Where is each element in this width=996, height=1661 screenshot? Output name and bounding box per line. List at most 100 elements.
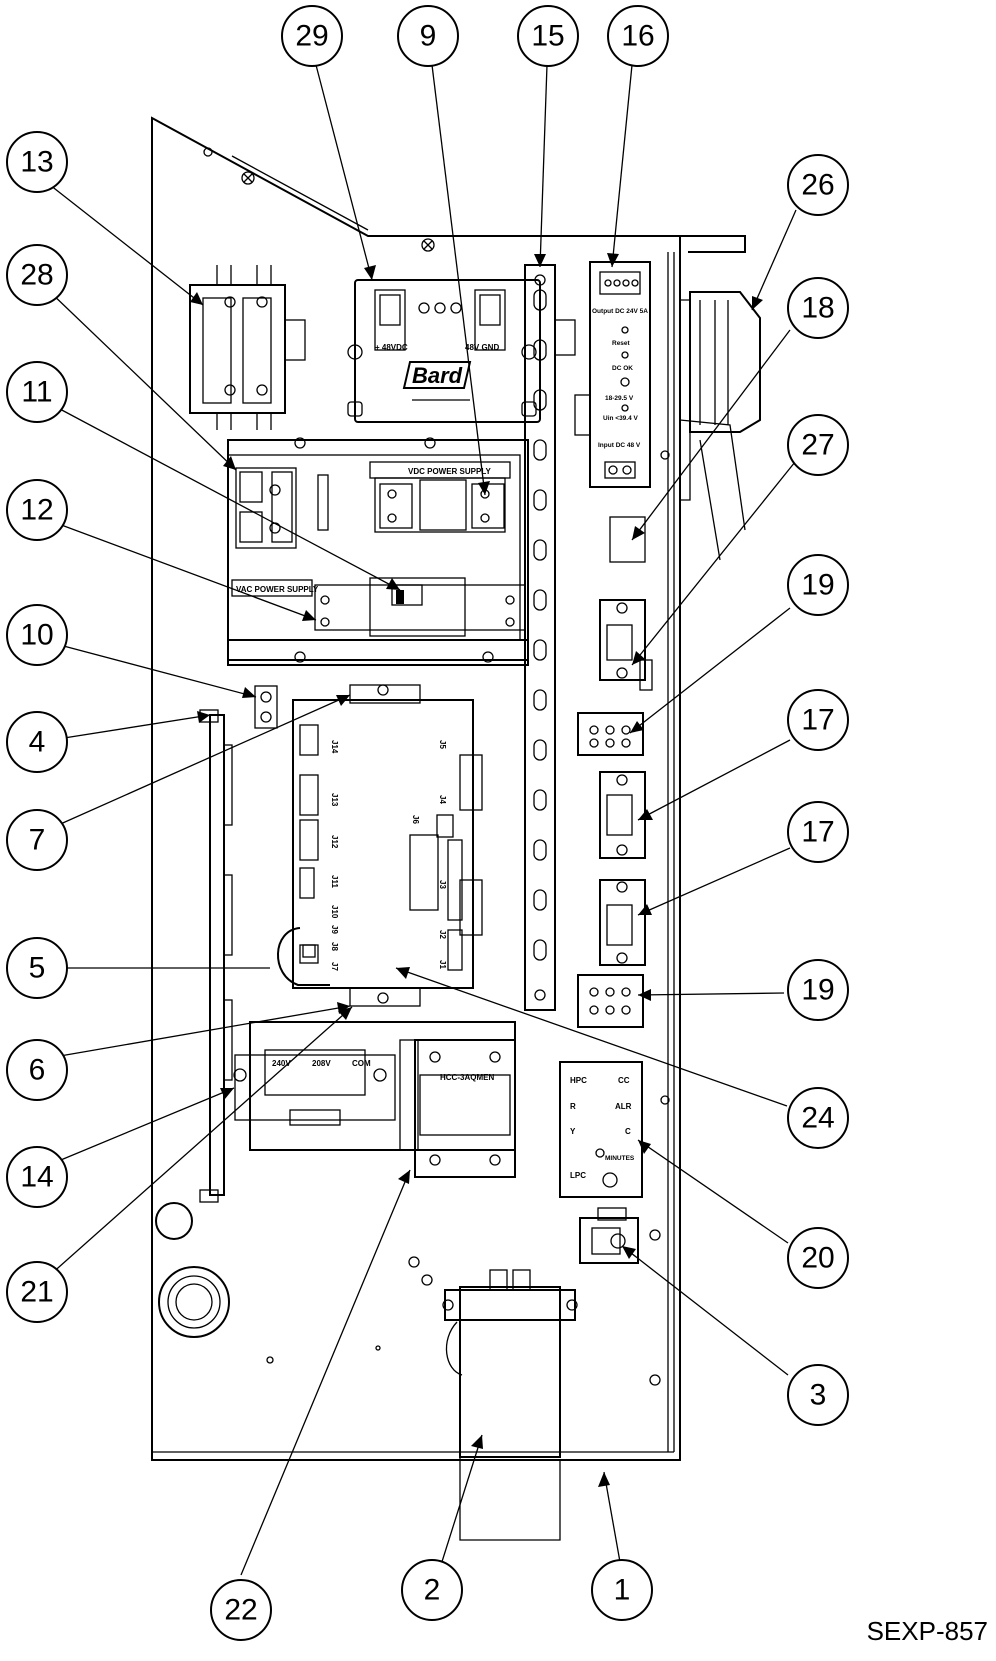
callout-1: 1 bbox=[591, 1559, 653, 1621]
timer-cc-label: CC bbox=[618, 1076, 630, 1085]
j11-label: J11 bbox=[330, 875, 339, 888]
callout-label: 9 bbox=[420, 20, 437, 53]
callout-label: 1 bbox=[614, 1574, 631, 1607]
j12-label: J12 bbox=[330, 835, 339, 849]
timer-c-label: C bbox=[625, 1127, 631, 1136]
callout-19b: 19 bbox=[787, 959, 849, 1021]
j3-label: J3 bbox=[438, 880, 447, 889]
callout-7: 7 bbox=[6, 809, 68, 871]
callout-label: 16 bbox=[621, 20, 654, 53]
callout-label: 11 bbox=[21, 376, 52, 409]
side-handle bbox=[679, 291, 761, 561]
hcc-part-label: HCC-3AQMEN bbox=[440, 1073, 494, 1082]
xfmr-208v-label: 208V bbox=[312, 1059, 331, 1068]
leader-lines bbox=[47, 64, 797, 1576]
callout-29: 29 bbox=[281, 5, 343, 67]
j6-label: J6 bbox=[411, 815, 420, 824]
left-bracket bbox=[199, 709, 233, 1203]
pressure-switch bbox=[579, 1207, 639, 1264]
transformer: 240V 208V COM bbox=[233, 1021, 516, 1151]
callout-15: 15 bbox=[517, 5, 579, 67]
callout-label: 27 bbox=[801, 429, 834, 462]
callout-19a: 19 bbox=[787, 554, 849, 616]
callout-24: 24 bbox=[787, 1087, 849, 1149]
callout-3: 3 bbox=[787, 1364, 849, 1426]
callout-label: 3 bbox=[810, 1379, 827, 1412]
callout-12: 12 bbox=[6, 479, 68, 541]
callout-label: 7 bbox=[29, 824, 46, 857]
callout-label: 12 bbox=[20, 494, 53, 527]
callout-label: 19 bbox=[801, 974, 834, 1007]
callout-5: 5 bbox=[6, 937, 68, 999]
item-18-block bbox=[609, 516, 646, 563]
j4-label: J4 bbox=[438, 795, 447, 804]
j2-label: J2 bbox=[438, 930, 447, 939]
top-left-contactor bbox=[189, 265, 306, 430]
din-rail bbox=[524, 264, 576, 1011]
callout-label: 10 bbox=[20, 619, 53, 652]
xfmr-240v-label: 240V bbox=[272, 1059, 291, 1068]
knockouts bbox=[155, 1202, 230, 1338]
callout-label: 4 bbox=[29, 726, 46, 759]
timer-minutes-label: MINUTES bbox=[605, 1155, 635, 1162]
callout-2: 2 bbox=[401, 1559, 463, 1621]
right-rail-devices bbox=[577, 516, 653, 1028]
callout-label: 28 bbox=[20, 259, 53, 292]
callout-21: 21 bbox=[6, 1261, 68, 1323]
timer-lpc-label: LPC bbox=[570, 1171, 586, 1180]
callout-16: 16 bbox=[607, 5, 669, 67]
callout-6: 6 bbox=[6, 1039, 68, 1101]
callout-27: 27 bbox=[787, 414, 849, 476]
callout-label: 19 bbox=[801, 569, 834, 602]
timer-y-label: Y bbox=[570, 1127, 576, 1136]
bard-logo-box bbox=[402, 361, 472, 389]
psu-uin-label: Uin <39.4 V bbox=[603, 415, 639, 422]
callout-26: 26 bbox=[787, 154, 849, 216]
callout-label: 22 bbox=[224, 1594, 257, 1627]
callout-10: 10 bbox=[6, 604, 68, 666]
callout-28: 28 bbox=[6, 244, 68, 306]
j8-label: J8 bbox=[330, 942, 339, 951]
delay-timer: HPC CC R ALR Y C LPC MINUTES bbox=[559, 1061, 643, 1198]
callouts: 1 2 3 4 5 6 7 9 10 11 12 13 14 15 16 17 … bbox=[6, 5, 849, 1641]
callout-14: 14 bbox=[6, 1146, 68, 1208]
psu-dc-ok-label: DC OK bbox=[612, 365, 633, 372]
callout-11: 11 bbox=[6, 361, 68, 423]
callout-label: 5 bbox=[29, 952, 46, 985]
j14-label: J14 bbox=[330, 740, 339, 754]
bard-logo: Bard bbox=[412, 363, 463, 388]
callout-17a: 17 bbox=[787, 689, 849, 751]
callout-22: 22 bbox=[210, 1579, 272, 1641]
callout-9: 9 bbox=[397, 5, 459, 67]
psu-reset-label: Reset bbox=[612, 340, 631, 347]
hcc-contactor: HCC-3AQMEN bbox=[399, 1039, 516, 1178]
power-supply-subpanel: VDC POWER SUPPLY VAC POWER SUPPLY bbox=[227, 437, 529, 666]
psu-output-label: Output DC 24V 5A bbox=[592, 308, 648, 315]
dc-24v-power-supply: Output DC 24V 5A Reset DC OK 18-29.5 V U… bbox=[574, 261, 651, 488]
callout-18: 18 bbox=[787, 277, 849, 339]
callout-label: 29 bbox=[295, 20, 328, 53]
callout-label: 15 bbox=[531, 20, 564, 53]
drawing-number: SEXP-857 bbox=[866, 1616, 988, 1646]
vdc-power-supply-label: VDC POWER SUPPLY bbox=[408, 467, 491, 476]
j10-label: J10 bbox=[330, 905, 339, 919]
main-controller: J14 J13 J12 J11 J10 J9 J8 J7 J5 J4 J6 J3… bbox=[277, 684, 483, 1007]
callout-17b: 17 bbox=[787, 801, 849, 863]
callout-label: 17 bbox=[801, 704, 834, 737]
ground-lug bbox=[254, 685, 278, 729]
j7-label: J7 bbox=[330, 962, 339, 971]
timer-r-label: R bbox=[570, 1102, 576, 1111]
callout-20: 20 bbox=[787, 1227, 849, 1289]
gnd-48v-label: 48V GND bbox=[465, 343, 499, 352]
callout-label: 24 bbox=[801, 1102, 834, 1135]
bard-48v-board: + 48VDC 48V GND Bard bbox=[347, 279, 541, 423]
j9-label: J9 bbox=[330, 925, 339, 934]
callout-label: 26 bbox=[801, 169, 834, 202]
vac-power-supply-label: VAC POWER SUPPLY bbox=[236, 585, 319, 594]
plus-48vdc-label: + 48VDC bbox=[375, 343, 408, 352]
callout-label: 21 bbox=[20, 1276, 53, 1309]
j1-label: J1 bbox=[438, 960, 447, 969]
callout-label: 6 bbox=[29, 1054, 46, 1087]
callout-label: 18 bbox=[801, 292, 834, 325]
